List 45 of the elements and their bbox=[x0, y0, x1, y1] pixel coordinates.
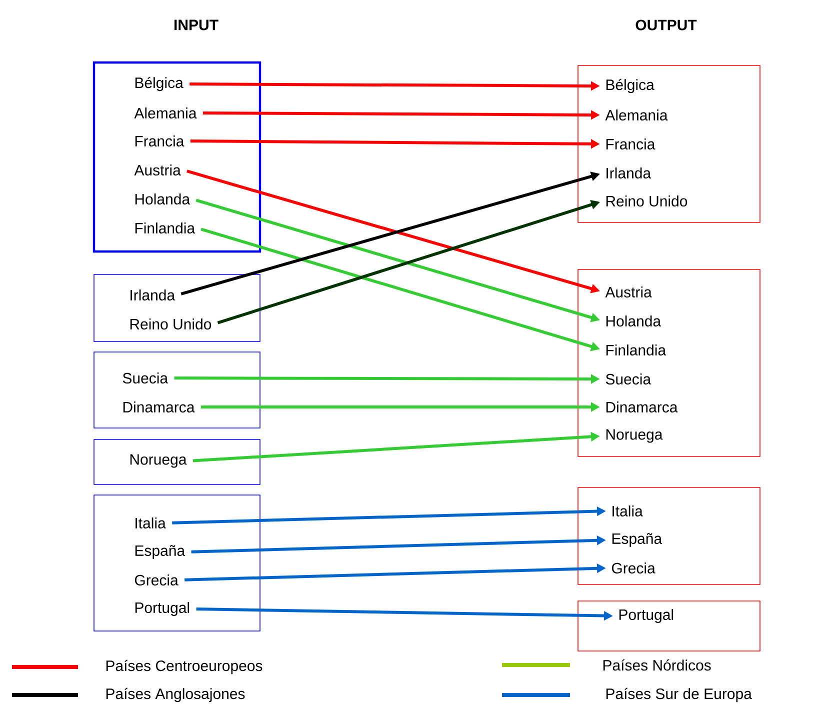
legend-label: Países Sur de Europa bbox=[606, 688, 752, 702]
country-name: Grecia bbox=[134, 574, 178, 586]
group-box bbox=[94, 439, 260, 485]
country-name: Dinamarca bbox=[606, 402, 678, 412]
group-box bbox=[94, 352, 260, 428]
country-name: Dinamarca bbox=[123, 402, 195, 412]
group-box bbox=[94, 494, 260, 632]
country-name: España bbox=[612, 533, 662, 547]
country-name: Portugal bbox=[135, 602, 190, 616]
country-name: Alemania bbox=[605, 110, 668, 120]
country-name: Reino Unido bbox=[606, 196, 688, 206]
country-name: Bélgica bbox=[606, 78, 654, 94]
country-name: Finlandia bbox=[135, 222, 196, 234]
group-box bbox=[578, 269, 760, 457]
group-box bbox=[94, 274, 260, 342]
country-name: Bélgica bbox=[135, 76, 184, 92]
country-name: Italia bbox=[612, 506, 643, 516]
legend-label: Países Anglosajones bbox=[106, 688, 245, 702]
group-box bbox=[578, 600, 760, 652]
country-name: Noruega bbox=[606, 429, 663, 443]
country-name: Francia bbox=[135, 136, 184, 146]
legend-label: Países Centroeuropeos bbox=[106, 660, 262, 674]
country-name: Irlanda bbox=[130, 290, 176, 300]
group-box bbox=[578, 487, 760, 585]
country-name: Austria bbox=[605, 286, 652, 298]
country-name: Francia bbox=[606, 138, 656, 150]
legend-label: Países Nórdicos bbox=[603, 659, 711, 671]
country-name: España bbox=[135, 545, 186, 559]
country-name: Holanda bbox=[606, 316, 662, 326]
country-name: Irlanda bbox=[606, 168, 652, 178]
column-heading: OUTPUT bbox=[636, 20, 697, 30]
country-name: Suecia bbox=[606, 374, 652, 384]
group-box bbox=[578, 65, 760, 223]
country-name: Austria bbox=[134, 164, 181, 176]
country-name: Noruega bbox=[130, 454, 187, 468]
country-name: Grecia bbox=[612, 562, 656, 574]
country-name: Italia bbox=[136, 518, 166, 528]
country-name: Suecia bbox=[122, 372, 168, 384]
country-name: Finlandia bbox=[606, 344, 666, 356]
column-heading: INPUT bbox=[174, 20, 218, 30]
country-name: Alemania bbox=[134, 108, 197, 118]
country-name: Portugal bbox=[619, 609, 674, 623]
group-box bbox=[92, 61, 262, 253]
country-name: Reino Unido bbox=[130, 318, 212, 330]
country-name: Holanda bbox=[135, 194, 190, 204]
